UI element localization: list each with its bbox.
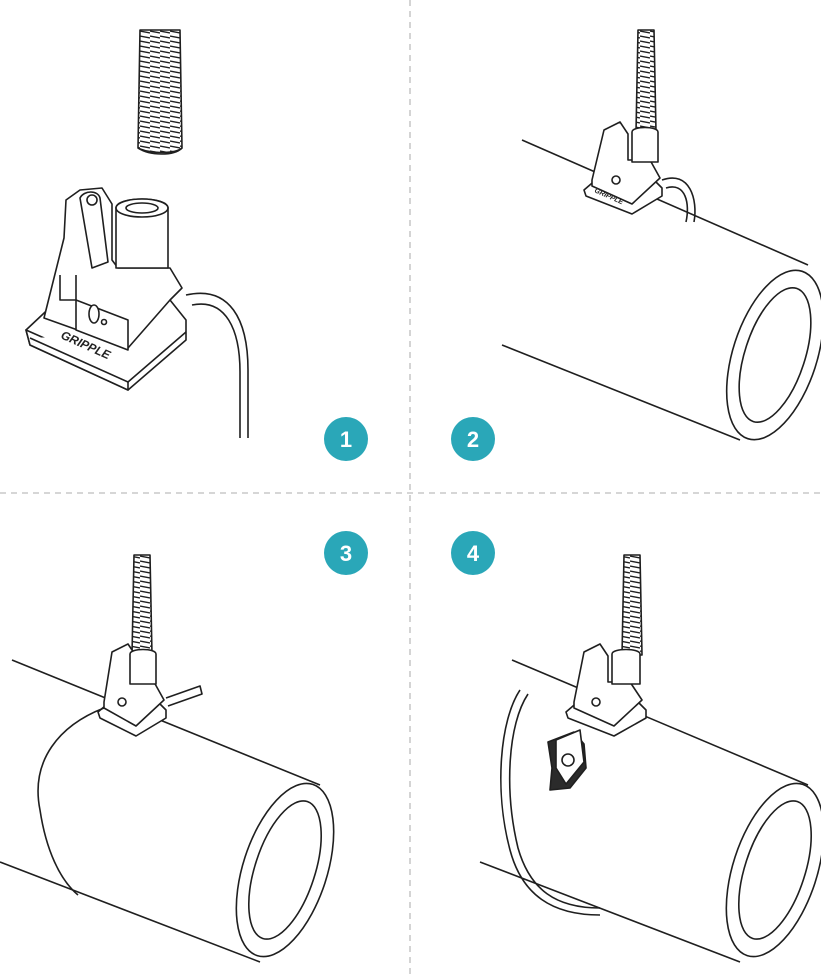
- pipe-icon: [479, 659, 821, 963]
- step-badge-1: 1: [324, 417, 368, 461]
- gripple-bracket-icon: [583, 121, 663, 215]
- cable-icon: [661, 177, 696, 223]
- svg-text:4: 4: [467, 541, 480, 566]
- step-3-panel: [0, 554, 335, 963]
- svg-text:3: 3: [340, 541, 352, 566]
- setting-key-icon: [547, 729, 587, 791]
- step-badge-4: 4: [451, 531, 495, 575]
- cable-icon: [185, 292, 249, 438]
- cable-icon: [37, 685, 203, 896]
- threaded-rod-icon: [635, 29, 657, 133]
- svg-text:1: 1: [340, 427, 352, 452]
- gripple-bracket-icon: [97, 643, 167, 737]
- threaded-rod-icon: [137, 29, 183, 155]
- step-4-panel: [479, 554, 821, 963]
- step-2-panel: GRIPPLE: [501, 29, 821, 441]
- gripple-bracket-icon: [565, 643, 647, 737]
- threaded-rod-icon: [131, 554, 153, 656]
- step-badge-3: 3: [324, 531, 368, 575]
- pipe-icon: [0, 659, 335, 963]
- cable-icon: [500, 689, 601, 916]
- pipe-icon: [501, 139, 821, 441]
- gripple-bracket-icon: [25, 187, 187, 391]
- step-1-panel: GRIPPLE: [25, 29, 249, 438]
- threaded-rod-icon: [621, 554, 643, 656]
- svg-text:2: 2: [467, 427, 479, 452]
- step-badge-2: 2: [451, 417, 495, 461]
